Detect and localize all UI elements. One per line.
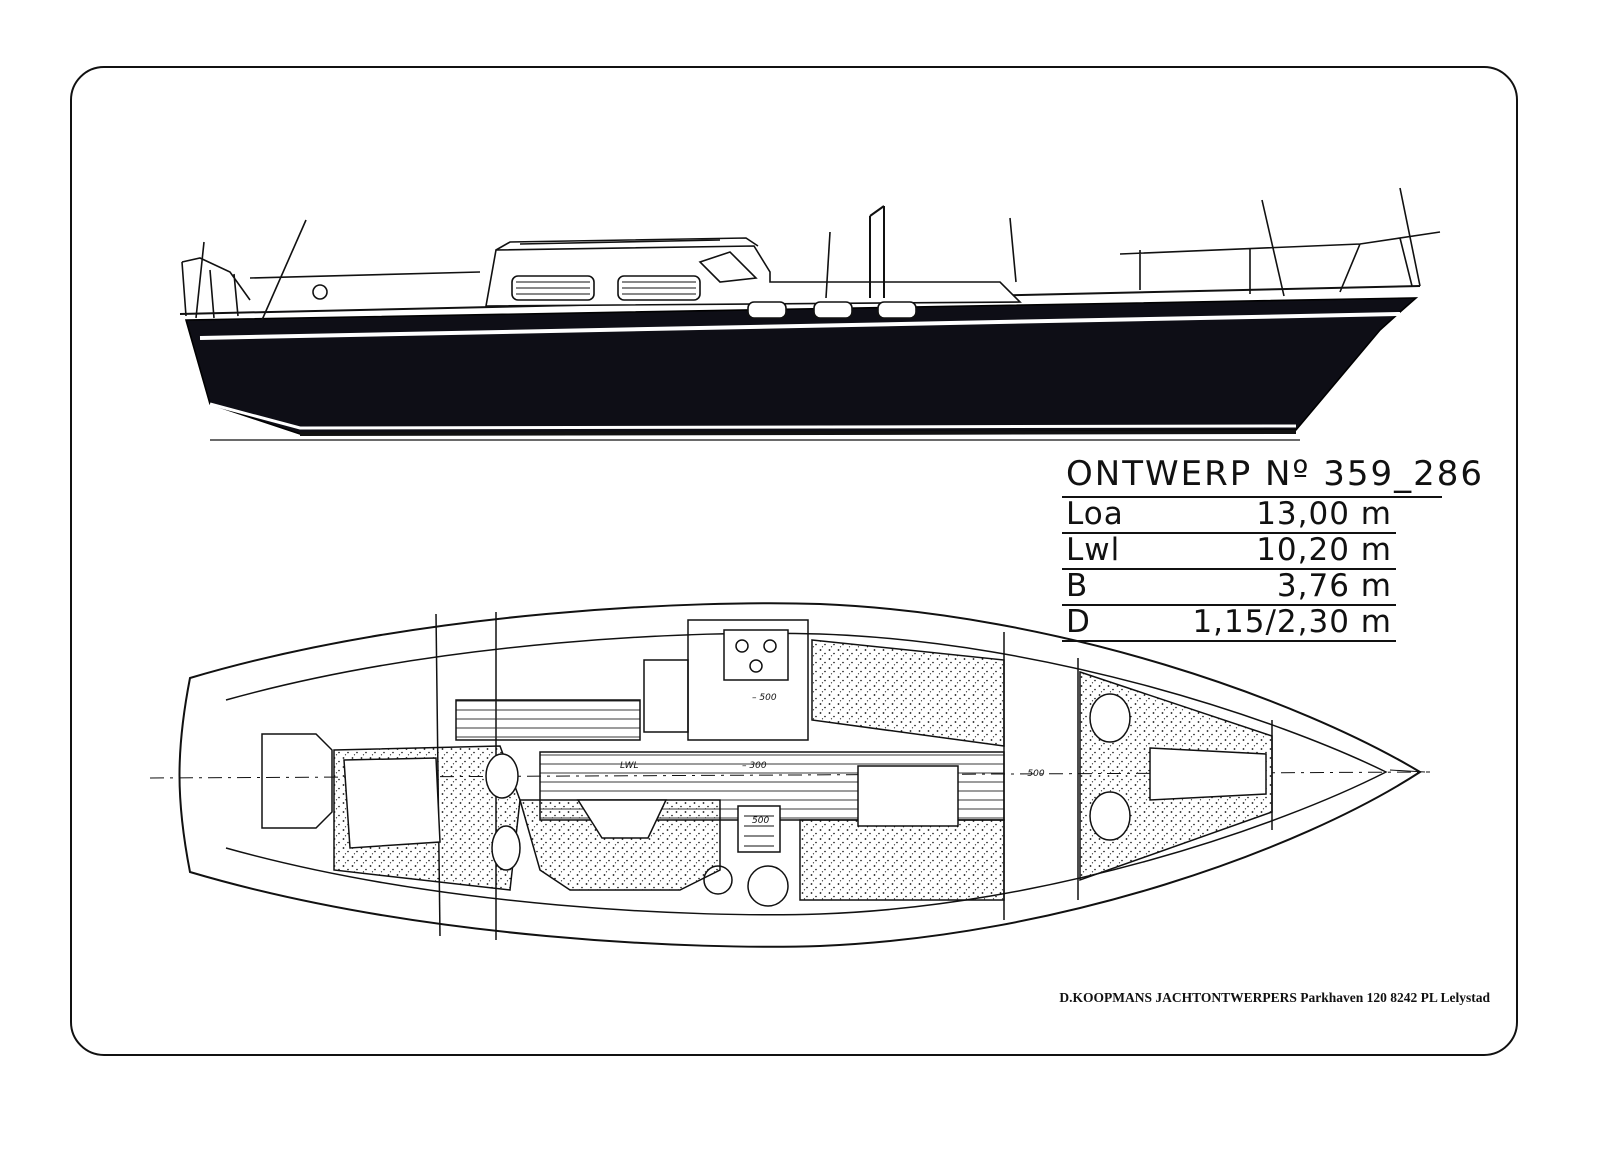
spec-label: B xyxy=(1066,568,1089,604)
heater xyxy=(737,805,781,853)
fwd-settee-stbd xyxy=(799,819,1005,901)
spec-value: 10,20 m xyxy=(1256,532,1392,568)
forestay xyxy=(825,231,831,299)
flagstaff xyxy=(195,241,205,319)
spec-value: 13,00 m xyxy=(1256,496,1392,532)
mast xyxy=(869,205,885,298)
fwd-settee-port xyxy=(811,639,1005,747)
nav-table xyxy=(643,659,689,733)
cushion-c xyxy=(485,753,519,799)
waterline xyxy=(299,430,1297,436)
spec-row-beam: B 3,76 m xyxy=(1062,568,1396,606)
backstay xyxy=(1009,217,1017,283)
design-number: ONTWERP Nº 359_286 xyxy=(1062,454,1482,498)
saloon-settee xyxy=(519,799,721,891)
cabin-roof xyxy=(495,237,759,251)
dinette-table xyxy=(857,765,959,827)
label-dim-a: – 300 xyxy=(742,761,767,771)
stern-rail xyxy=(249,271,481,279)
design-specs-block: ONTWERP Nº 359_286 Loa 13,00 m Lwl 10,20… xyxy=(1062,454,1482,642)
basin xyxy=(703,865,733,895)
stay-aft xyxy=(261,219,307,321)
spec-row-draft: D 1,15/2,30 m xyxy=(1062,604,1396,642)
v-berth-centre xyxy=(1149,747,1267,801)
spec-value: 1,15/2,30 m xyxy=(1192,604,1392,640)
pushpit-rail xyxy=(181,257,251,319)
label-dim-d: 500 xyxy=(752,816,769,826)
spec-label: D xyxy=(1066,604,1091,640)
side-elevation xyxy=(179,187,1441,441)
spec-value: 3,76 m xyxy=(1276,568,1392,604)
designer-credit: D.KOOPMANS JACHTONTWERPERS Parkhaven 120… xyxy=(1059,990,1490,1005)
cushion-b xyxy=(1089,791,1131,841)
accommodation-plan xyxy=(149,602,1431,948)
cockpit xyxy=(261,733,333,829)
label-lwl: LWL xyxy=(620,761,639,771)
cushion-a xyxy=(1089,693,1131,743)
drawing-frame xyxy=(70,66,1518,1056)
portholes xyxy=(747,301,917,319)
plan-deck-line xyxy=(225,632,1388,916)
hatch xyxy=(519,239,721,245)
plan-labels: LWL – 300 – 500 – 500 500 xyxy=(620,693,1045,826)
saloon-table xyxy=(576,799,668,839)
boot-stripe xyxy=(209,402,1297,430)
sheer-stripe xyxy=(199,312,1401,340)
bow-rail xyxy=(1119,231,1441,294)
spec-row-lwl: Lwl 10,20 m xyxy=(1062,532,1396,570)
plan-hull-outline xyxy=(178,602,1422,948)
spec-label: Lwl xyxy=(1066,532,1121,568)
bow-tip xyxy=(1389,769,1426,773)
wc xyxy=(747,865,789,907)
spec-label: Loa xyxy=(1066,496,1124,532)
label-dim-b: – 500 xyxy=(1020,769,1045,779)
window-louvres xyxy=(516,281,696,295)
aft-berth-pillow xyxy=(343,757,441,849)
winch xyxy=(312,284,328,300)
spec-row-loa: Loa 13,00 m xyxy=(1062,496,1396,534)
aft-sole xyxy=(455,699,641,741)
cushion-d xyxy=(491,825,521,871)
label-dim-c: – 500 xyxy=(752,693,777,703)
